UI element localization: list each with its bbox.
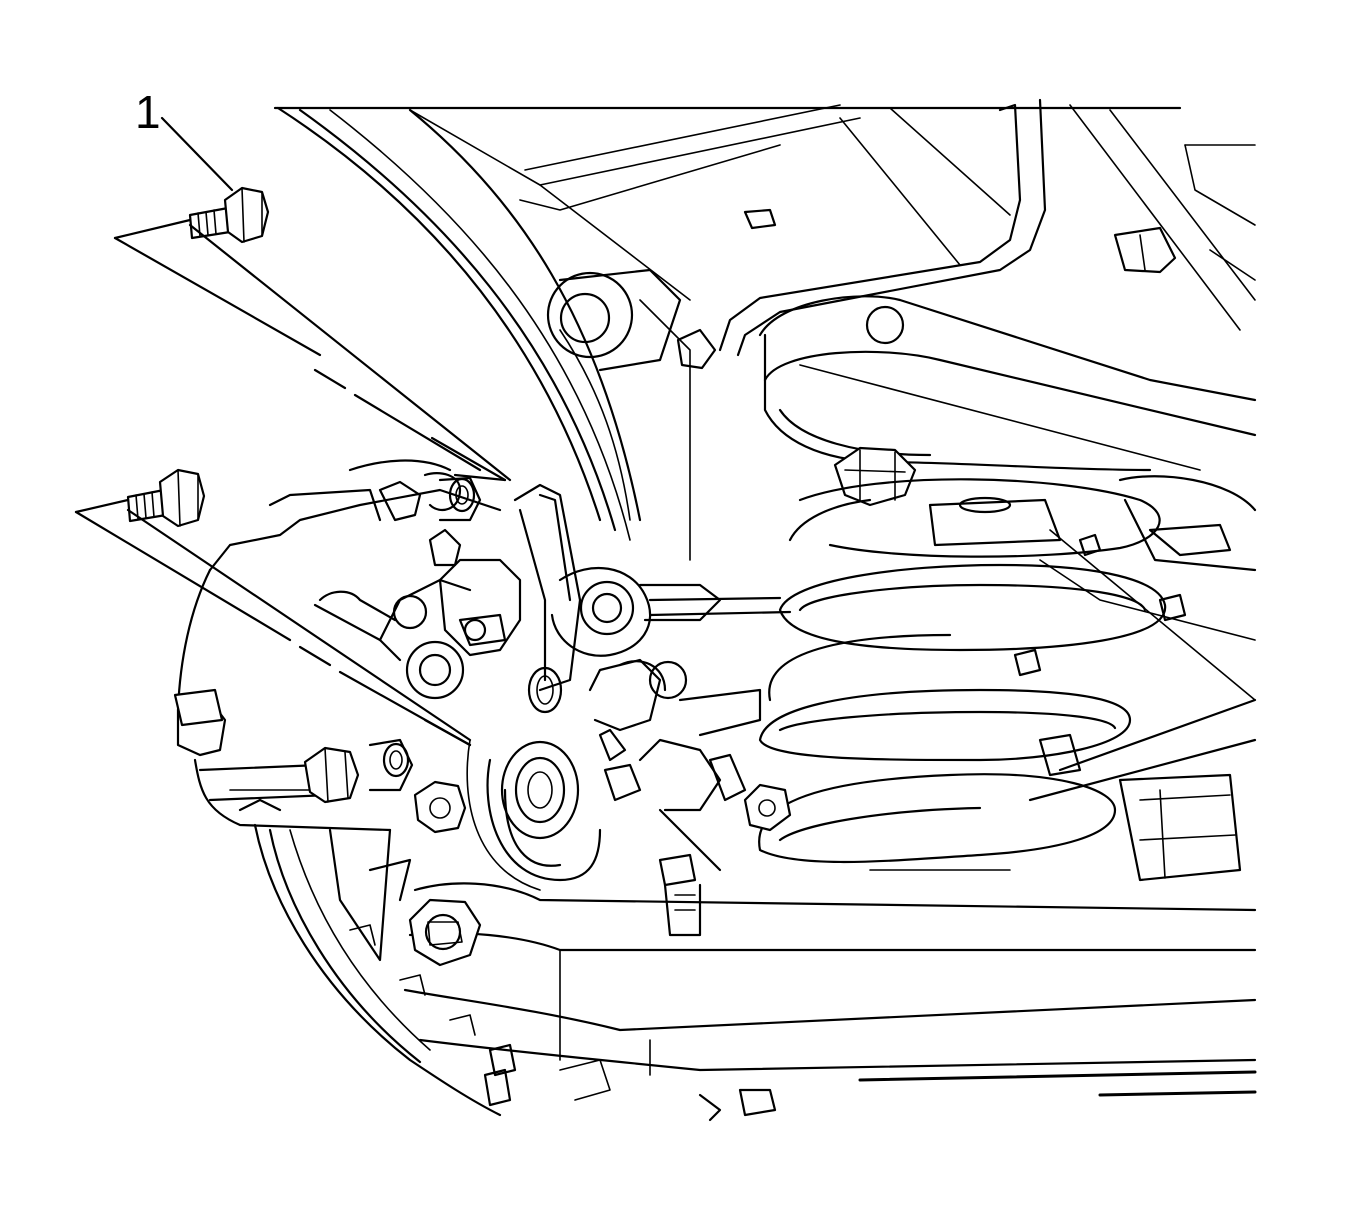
upper-caliper-bolt	[188, 186, 270, 244]
brake-rotor-shield	[253, 823, 611, 1117]
wheel-well-arch	[276, 106, 717, 561]
coil-spring	[758, 478, 1167, 871]
wheel-hub	[466, 566, 792, 891]
callout-number-1: 1	[135, 86, 161, 138]
assembly-guide-lines	[74, 218, 512, 747]
parking-brake-lever	[378, 472, 582, 714]
callout-leader	[160, 116, 234, 192]
body-frame-panel	[273, 98, 1256, 357]
abs-connector	[658, 853, 777, 1122]
lateral-link	[588, 658, 792, 872]
brake-caliper-knuckle	[173, 459, 502, 832]
caliper-mount-points	[303, 476, 482, 834]
right-suspension-links	[1013, 475, 1257, 882]
lower-caliper-bolt	[126, 468, 206, 528]
spring-upper-mount	[758, 295, 1257, 507]
lower-control-arm	[403, 882, 1257, 1097]
